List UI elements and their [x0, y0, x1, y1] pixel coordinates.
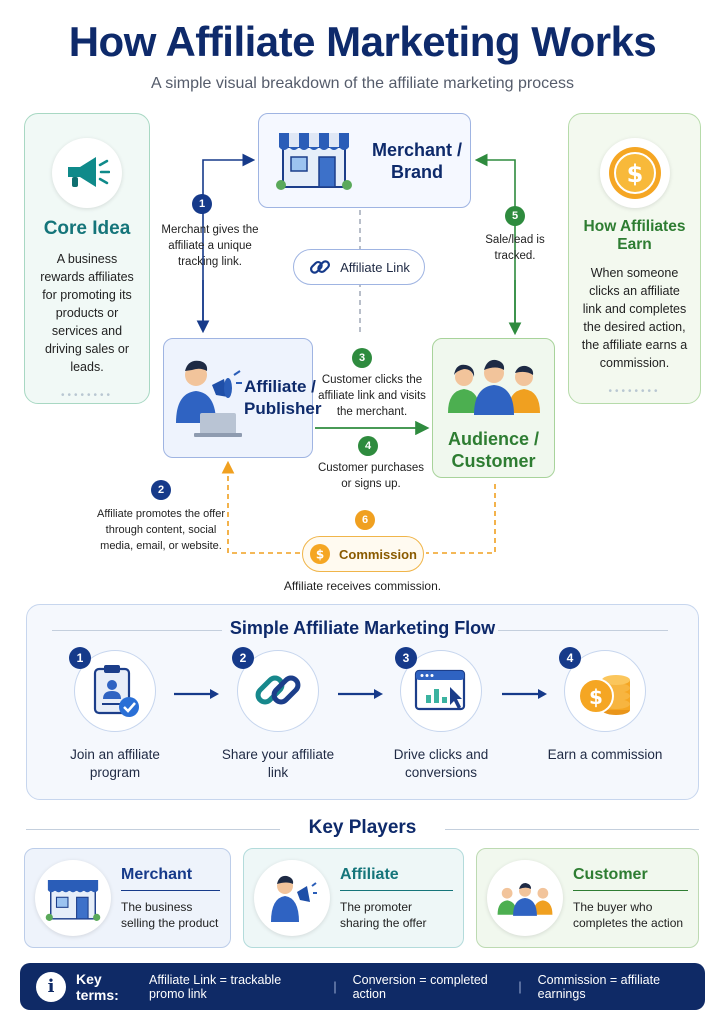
megaphone-person-icon: [254, 860, 330, 936]
decorative-dots: ••••••••: [60, 390, 113, 401]
core-idea-text: A business rewards affiliates for promot…: [40, 252, 134, 374]
svg-text:$: $: [316, 548, 324, 562]
key-player-customer: Customer The buyer who completes the act…: [476, 848, 699, 948]
commission-loop: [426, 484, 496, 554]
flow-divider-right: [498, 630, 668, 631]
step-4-text: Customer purchases or signs up.: [317, 462, 425, 490]
key-player-merchant-desc: The business selling the product: [121, 899, 219, 930]
affiliate-node: Affiliate / Publisher: [163, 338, 322, 458]
browser-click-icon: 3: [395, 647, 482, 732]
step-4-badge: 4: [358, 436, 378, 456]
merchant-label: Merchant / Brand: [371, 139, 463, 182]
affiliate-label: Affiliate / Publisher: [244, 377, 322, 418]
step-6-badge: 6: [355, 510, 375, 530]
audience-node: Audience / Customer: [432, 338, 555, 478]
key-player-affiliate-desc: The promoter sharing the offer: [340, 899, 427, 930]
flow-step-1: 1 Join an affiliate program: [55, 647, 175, 782]
info-icon: i: [36, 971, 66, 1002]
flow-divider-left: [52, 630, 222, 631]
dollar-coin-icon: $: [599, 138, 670, 208]
key-term-affiliate-link: Affiliate Link = trackable promo link: [149, 972, 282, 1001]
arrow-merchant-to-affiliate: [202, 153, 256, 330]
flow-step-3: 3 Drive clicks and conversions: [381, 647, 501, 782]
step-2-badge: 2: [151, 480, 171, 500]
key-terms-label: Key terms:: [76, 970, 119, 1003]
commission-loop-back: [221, 460, 300, 554]
coin-icon: $: [309, 544, 330, 564]
flow-arrow-3: [502, 689, 547, 699]
flow-step-1-badge: 1: [69, 647, 91, 669]
kp-divider-left: [26, 829, 280, 830]
svg-text:$: $: [589, 685, 603, 709]
key-player-affiliate: Affiliate The promoter sharing the offer: [243, 848, 464, 948]
flow-step-2-badge: 2: [232, 647, 254, 669]
flow-arrow-2: [338, 689, 383, 699]
megaphone-icon: [52, 138, 122, 208]
storefront-icon: [275, 123, 353, 198]
key-term-separator: |: [333, 979, 337, 994]
commission-label: Commission: [338, 546, 417, 562]
how-affiliates-earn-card: $ How Affiliates Earn When someone click…: [568, 113, 701, 404]
step-1-badge: 1: [192, 194, 212, 214]
step-2-text: Affiliate promotes the offer through con…: [97, 508, 225, 552]
kp-divider-right: [445, 829, 699, 830]
affiliate-link-label: Affiliate Link: [340, 259, 410, 275]
flow-step-1-label: Join an affiliate program: [70, 747, 160, 780]
people-icon: [487, 860, 563, 936]
flow-step-4: 4 $ Earn a commission: [545, 647, 665, 764]
arrow-audience-to-merchant: [474, 153, 516, 330]
key-player-merchant-name: Merchant: [121, 866, 220, 891]
key-players-title: Key Players: [308, 817, 417, 838]
flow-step-4-badge: 4: [559, 647, 581, 669]
key-player-customer-name: Customer: [573, 866, 688, 891]
key-term-separator: |: [518, 979, 522, 994]
clipboard-check-icon: 1: [69, 647, 156, 732]
flow-step-4-label: Earn a commission: [547, 747, 663, 762]
step-5-badge: 5: [505, 206, 525, 226]
coin-stack-icon: 4 $: [559, 647, 646, 732]
flow-arrow-1: [174, 689, 219, 699]
key-terms-bar: i Key terms: Affiliate Link = trackable …: [20, 963, 705, 1010]
flow-step-2: 2 Share your affiliate link: [218, 647, 338, 782]
step-3-badge: 3: [352, 348, 372, 368]
key-player-merchant: Merchant The business selling the produc…: [24, 848, 231, 948]
key-term-conversion: Conversion = completed action: [352, 972, 488, 1001]
key-player-affiliate-name: Affiliate: [340, 866, 453, 891]
how-earn-text: When someone clicks an affiliate link an…: [581, 266, 688, 370]
page-subtitle: A simple visual breakdown of the affilia…: [150, 75, 575, 92]
flow-title: Simple Affiliate Marketing Flow: [229, 618, 496, 638]
affiliate-person-icon: [172, 353, 244, 444]
decorative-dots: ••••••••: [608, 386, 661, 397]
storefront-icon: [35, 860, 111, 936]
audience-label: Audience / Customer: [447, 429, 540, 471]
flow-step-2-label: Share your affiliate link: [221, 747, 335, 780]
affiliate-link-pill: Affiliate Link: [293, 249, 425, 285]
people-icon: [442, 355, 546, 420]
step-1-text: Merchant gives the affiliate a unique tr…: [161, 224, 259, 268]
step-3-text: Customer clicks the affiliate link and v…: [318, 374, 426, 418]
key-player-customer-desc: The buyer who completes the action: [573, 899, 684, 930]
key-term-commission: Commission = affiliate earnings: [537, 972, 661, 1001]
merchant-node: Merchant / Brand: [258, 113, 471, 208]
svg-text:$: $: [626, 160, 643, 188]
commission-pill: $ Commission: [302, 536, 424, 572]
commission-note: Affiliate receives commission.: [283, 579, 442, 593]
chain-link-icon: 2: [232, 647, 319, 732]
flow-step-3-badge: 3: [395, 647, 417, 669]
chain-link-icon: [310, 260, 331, 274]
core-idea-title: Core Idea: [43, 218, 131, 239]
flow-step-3-label: Drive clicks and conversions: [393, 747, 489, 780]
page-title: How Affiliate Marketing Works: [68, 18, 657, 65]
core-idea-card: Core Idea A business rewards affiliates …: [24, 113, 150, 404]
how-earn-title: How Affiliates Earn: [583, 218, 686, 253]
step-5-text: Sale/lead is tracked.: [485, 234, 545, 262]
